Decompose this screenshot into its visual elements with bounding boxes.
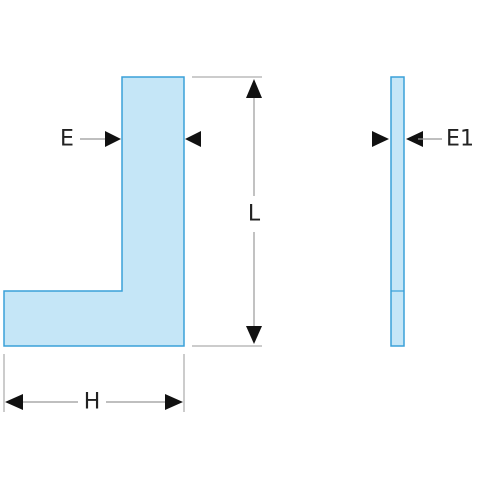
l-square-side-view (390, 76, 405, 347)
dimension-l: L (192, 76, 262, 347)
arrow-right-icon (372, 131, 389, 147)
arrow-left-icon (185, 131, 201, 147)
dimension-e: E (60, 127, 201, 152)
arrow-left-icon (5, 394, 23, 410)
arrow-right-icon (165, 394, 183, 410)
arrow-up-icon (246, 79, 262, 98)
dimension-label-l: L (248, 202, 261, 227)
dimension-e1: E1 (372, 127, 474, 152)
dimension-label-e: E (60, 127, 74, 152)
arrow-right-icon (105, 131, 121, 147)
arrow-down-icon (246, 326, 262, 344)
dimension-label-h: H (84, 390, 101, 415)
dimension-label-e1: E1 (446, 127, 474, 152)
dimension-h: H (3, 354, 185, 415)
l-square-front-view (3, 76, 185, 347)
arrow-left-icon (406, 131, 423, 147)
